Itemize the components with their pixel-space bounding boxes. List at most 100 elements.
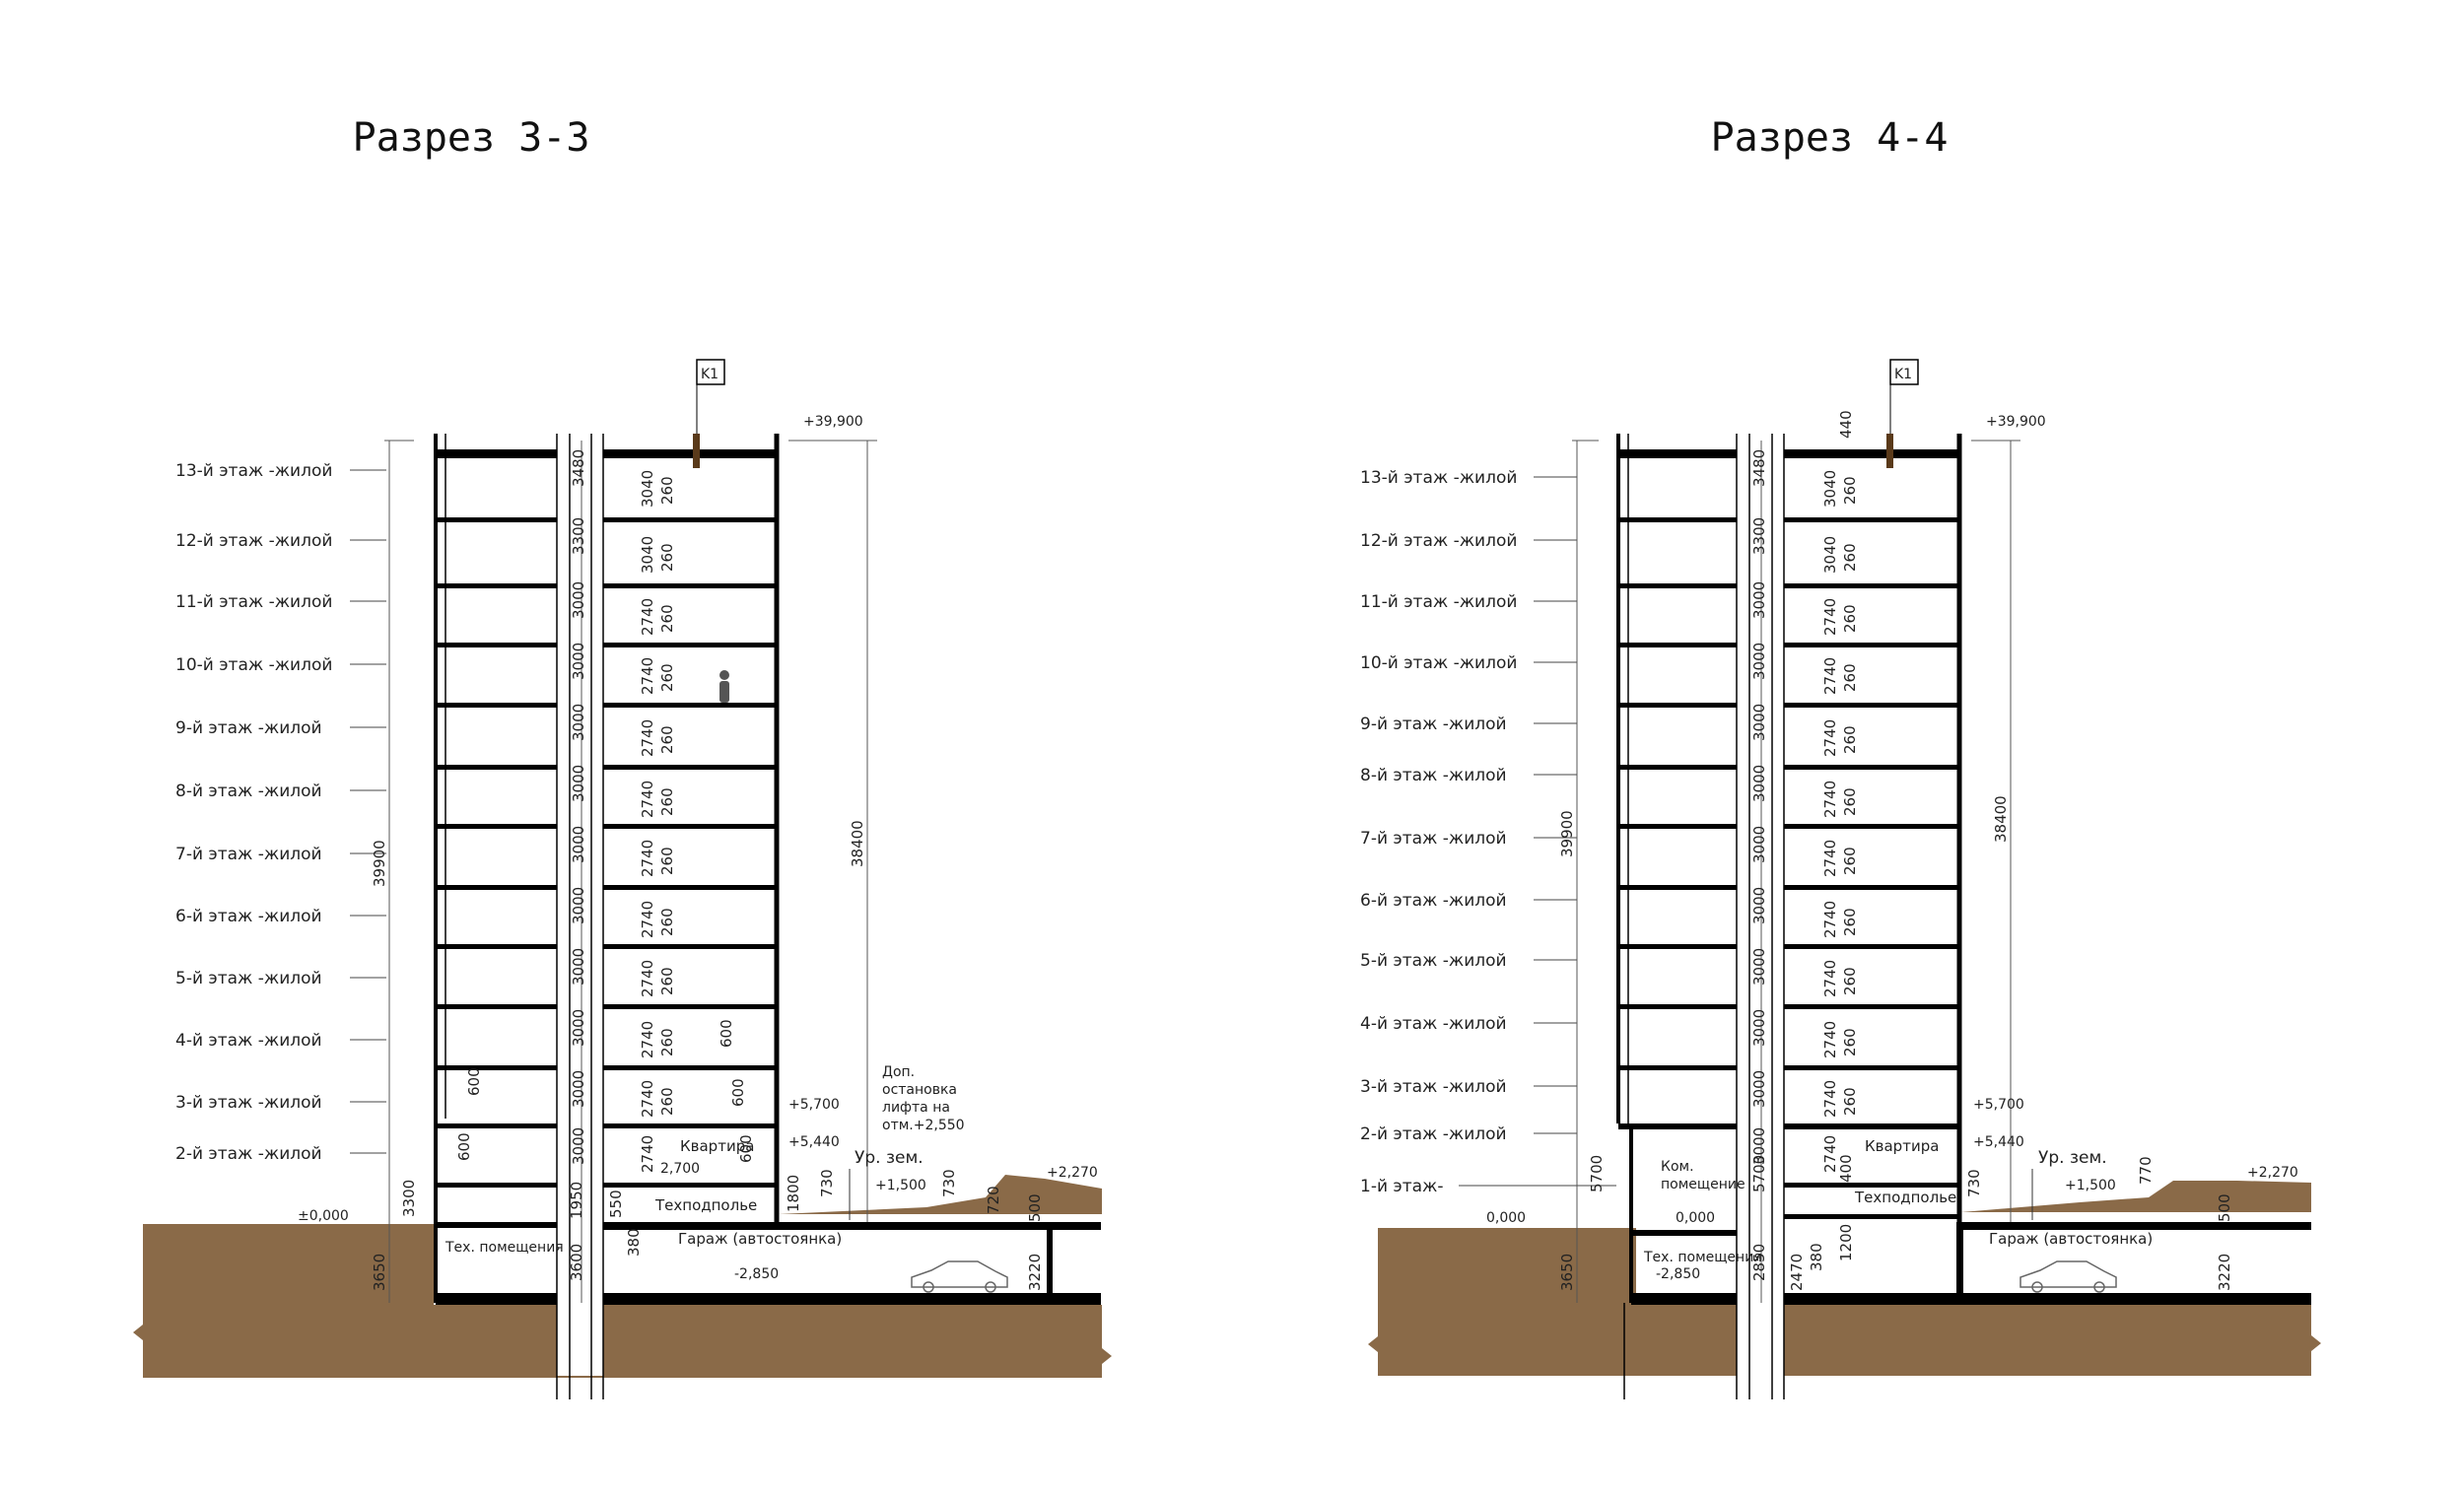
core-dim: 3000 — [1750, 1009, 1768, 1047]
dim: 730 — [940, 1169, 958, 1197]
floor-label: 5-й этаж -жилой — [1360, 951, 1507, 971]
floor-label: 2-й этаж -жилой — [1360, 1124, 1507, 1144]
parapet-post — [1886, 434, 1893, 468]
slab-dimensions: 260 260 260 260 260 260 260 260 260 260 … — [1841, 476, 1859, 1116]
dim: 1800 — [785, 1175, 802, 1212]
floor-label: 13-й этаж -жилой — [1360, 468, 1517, 488]
clear-height: 2740 — [1821, 1135, 1839, 1173]
clear-height: 3040 — [639, 536, 656, 574]
room-label: Техподполье — [654, 1196, 757, 1214]
total-height-dim: 39900 — [371, 840, 388, 887]
level-mark: +5,440 — [788, 1134, 840, 1150]
core-dim: 3000 — [1750, 704, 1768, 741]
section-title: Разрез 3-3 — [353, 115, 590, 161]
dim: 2470 — [1788, 1254, 1806, 1291]
floor-label: 11-й этаж -жилой — [175, 592, 332, 612]
core-dim: 3000 — [570, 765, 587, 802]
slab-dim: 260 — [1841, 1028, 1859, 1056]
section-title: Разрез 4-4 — [1711, 115, 1949, 161]
slab-dim: 260 — [658, 1087, 676, 1116]
floor-label: 1-й этаж- — [1360, 1177, 1444, 1196]
note-line: отм.+2,550 — [882, 1118, 965, 1133]
low-dimensions: 2470 380 1200 400 730 770 500 3220 — [1788, 1154, 2233, 1291]
core-dim: 3000 — [570, 581, 587, 619]
top-mark: +39,900 — [1986, 414, 2046, 430]
room-label: Квартира — [680, 1137, 754, 1155]
first-level-dim: 5700 — [1588, 1155, 1606, 1192]
core-dim: 3000 — [1750, 643, 1768, 680]
top-mark: +39,900 — [803, 414, 863, 430]
clear-height: 2740 — [1821, 1021, 1839, 1058]
floor-label: 10-й этаж -жилой — [1360, 653, 1517, 673]
slab-dim: 260 — [658, 847, 676, 875]
core-dim: 3480 — [570, 449, 587, 487]
dimension-lines — [384, 440, 877, 1303]
level-mark: +2,270 — [1047, 1165, 1098, 1181]
slab-dim: 260 — [1841, 847, 1859, 875]
low-dimensions: 550 380 3220 1800 730 730 720 500 — [607, 1169, 1044, 1291]
soil-right-mound — [779, 1175, 1102, 1214]
slab-dim: 260 — [658, 725, 676, 754]
dim: 730 — [1965, 1169, 1983, 1197]
dim: 1200 — [1837, 1224, 1855, 1261]
dim: 380 — [1808, 1243, 1825, 1271]
slab-dim: 260 — [658, 604, 676, 633]
window-dim: 600 — [718, 1019, 735, 1048]
clear-height: 2740 — [639, 960, 656, 997]
clear-height: 2740 — [639, 657, 656, 695]
clear-height: 2740 — [1821, 719, 1839, 757]
core-dim: 3000 — [1750, 581, 1768, 619]
floor-label: 7-й этаж -жилой — [175, 845, 322, 864]
clear-height: 3040 — [1821, 470, 1839, 508]
axis-tag-box — [696, 359, 725, 385]
room-label: Квартира — [1865, 1137, 1939, 1155]
clear-height: 2740 — [1821, 840, 1839, 877]
floor-label: 4-й этаж -жилой — [1360, 1014, 1507, 1034]
core-dim: 3000 — [1750, 1070, 1768, 1108]
clear-height: 2740 — [1821, 598, 1839, 636]
floor-label: 5-й этаж -жилой — [175, 969, 322, 988]
slab-dim: 260 — [658, 476, 676, 505]
floor-label: 8-й этаж -жилой — [1360, 766, 1507, 785]
slab-dim: 260 — [1841, 725, 1859, 754]
soil-left — [133, 1224, 557, 1376]
slab-dim: 260 — [1841, 1087, 1859, 1116]
dim: 730 — [818, 1169, 836, 1197]
parapet-post — [693, 434, 700, 468]
slab-dim: 260 — [1841, 543, 1859, 572]
slab-dim: 260 — [1841, 476, 1859, 505]
note-line: лифта на — [882, 1100, 950, 1116]
window-dim: 600 — [465, 1067, 483, 1096]
floor-label: 12-й этаж -жилой — [1360, 531, 1517, 551]
core-dim: 3000 — [570, 887, 587, 924]
tower-height-dim: 38400 — [1992, 795, 2010, 843]
level-mark: 2,700 — [660, 1161, 700, 1177]
core-dim: 3480 — [1750, 449, 1768, 487]
axis-tag: K1 — [701, 367, 719, 382]
top-dim: 440 — [1837, 410, 1855, 439]
core-dim: 3000 — [1750, 765, 1768, 802]
soil-left — [1368, 1228, 1636, 1376]
window-dim: 600 — [455, 1132, 473, 1161]
soil-right — [603, 1305, 1112, 1376]
room-label: Техподполье — [1854, 1189, 1956, 1206]
person-figure — [719, 670, 729, 703]
floor-labels — [1459, 476, 1616, 1187]
clear-height: 2740 — [1821, 901, 1839, 938]
floor-label-texts: 13-й этаж -жилой 12-й этаж -жилой 11-й э… — [1360, 468, 1517, 1196]
soil-core — [1636, 1305, 1737, 1376]
window-dim: 600 — [729, 1078, 747, 1107]
level-mark: +1,500 — [2065, 1178, 2116, 1193]
dim: 720 — [985, 1186, 1002, 1214]
slab-dim: 260 — [658, 787, 676, 816]
axis-tag-box — [1889, 359, 1919, 385]
clear-height: 3040 — [1821, 536, 1839, 574]
floor-label: 7-й этаж -жилой — [1360, 829, 1507, 849]
core-dim: 3000 — [570, 643, 587, 680]
dimension-lines — [1572, 440, 2020, 1303]
floor-label: 13-й этаж -жилой — [175, 461, 332, 481]
note-line: Доп. — [882, 1064, 915, 1080]
dim: 3220 — [2216, 1254, 2233, 1291]
core-dim: 3000 — [570, 704, 587, 741]
slab-dim: 260 — [1841, 787, 1859, 816]
